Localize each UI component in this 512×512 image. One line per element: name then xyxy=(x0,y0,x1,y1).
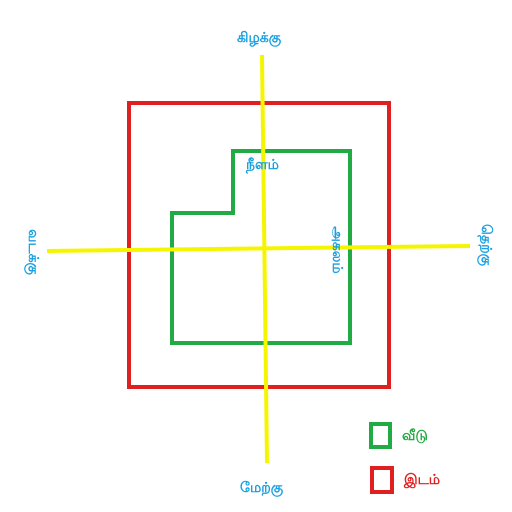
direction-bottom-label: மேற்கு xyxy=(240,480,284,496)
north-south-axis xyxy=(260,54,269,464)
house-outline xyxy=(170,149,352,345)
width-label: அகலம் xyxy=(329,226,345,274)
legend-land-swatch xyxy=(370,466,394,494)
direction-top-label: கிழக்கு xyxy=(237,30,282,46)
legend-house-label: வீடு xyxy=(402,428,428,444)
legend-house-swatch xyxy=(369,422,392,449)
direction-left-label: வடக்கு xyxy=(25,229,41,275)
legend-land-label: இடம் xyxy=(404,472,441,488)
length-label: நீளம் xyxy=(246,157,279,173)
east-west-axis xyxy=(46,244,471,253)
direction-right-label: தெற்கு xyxy=(478,224,494,266)
